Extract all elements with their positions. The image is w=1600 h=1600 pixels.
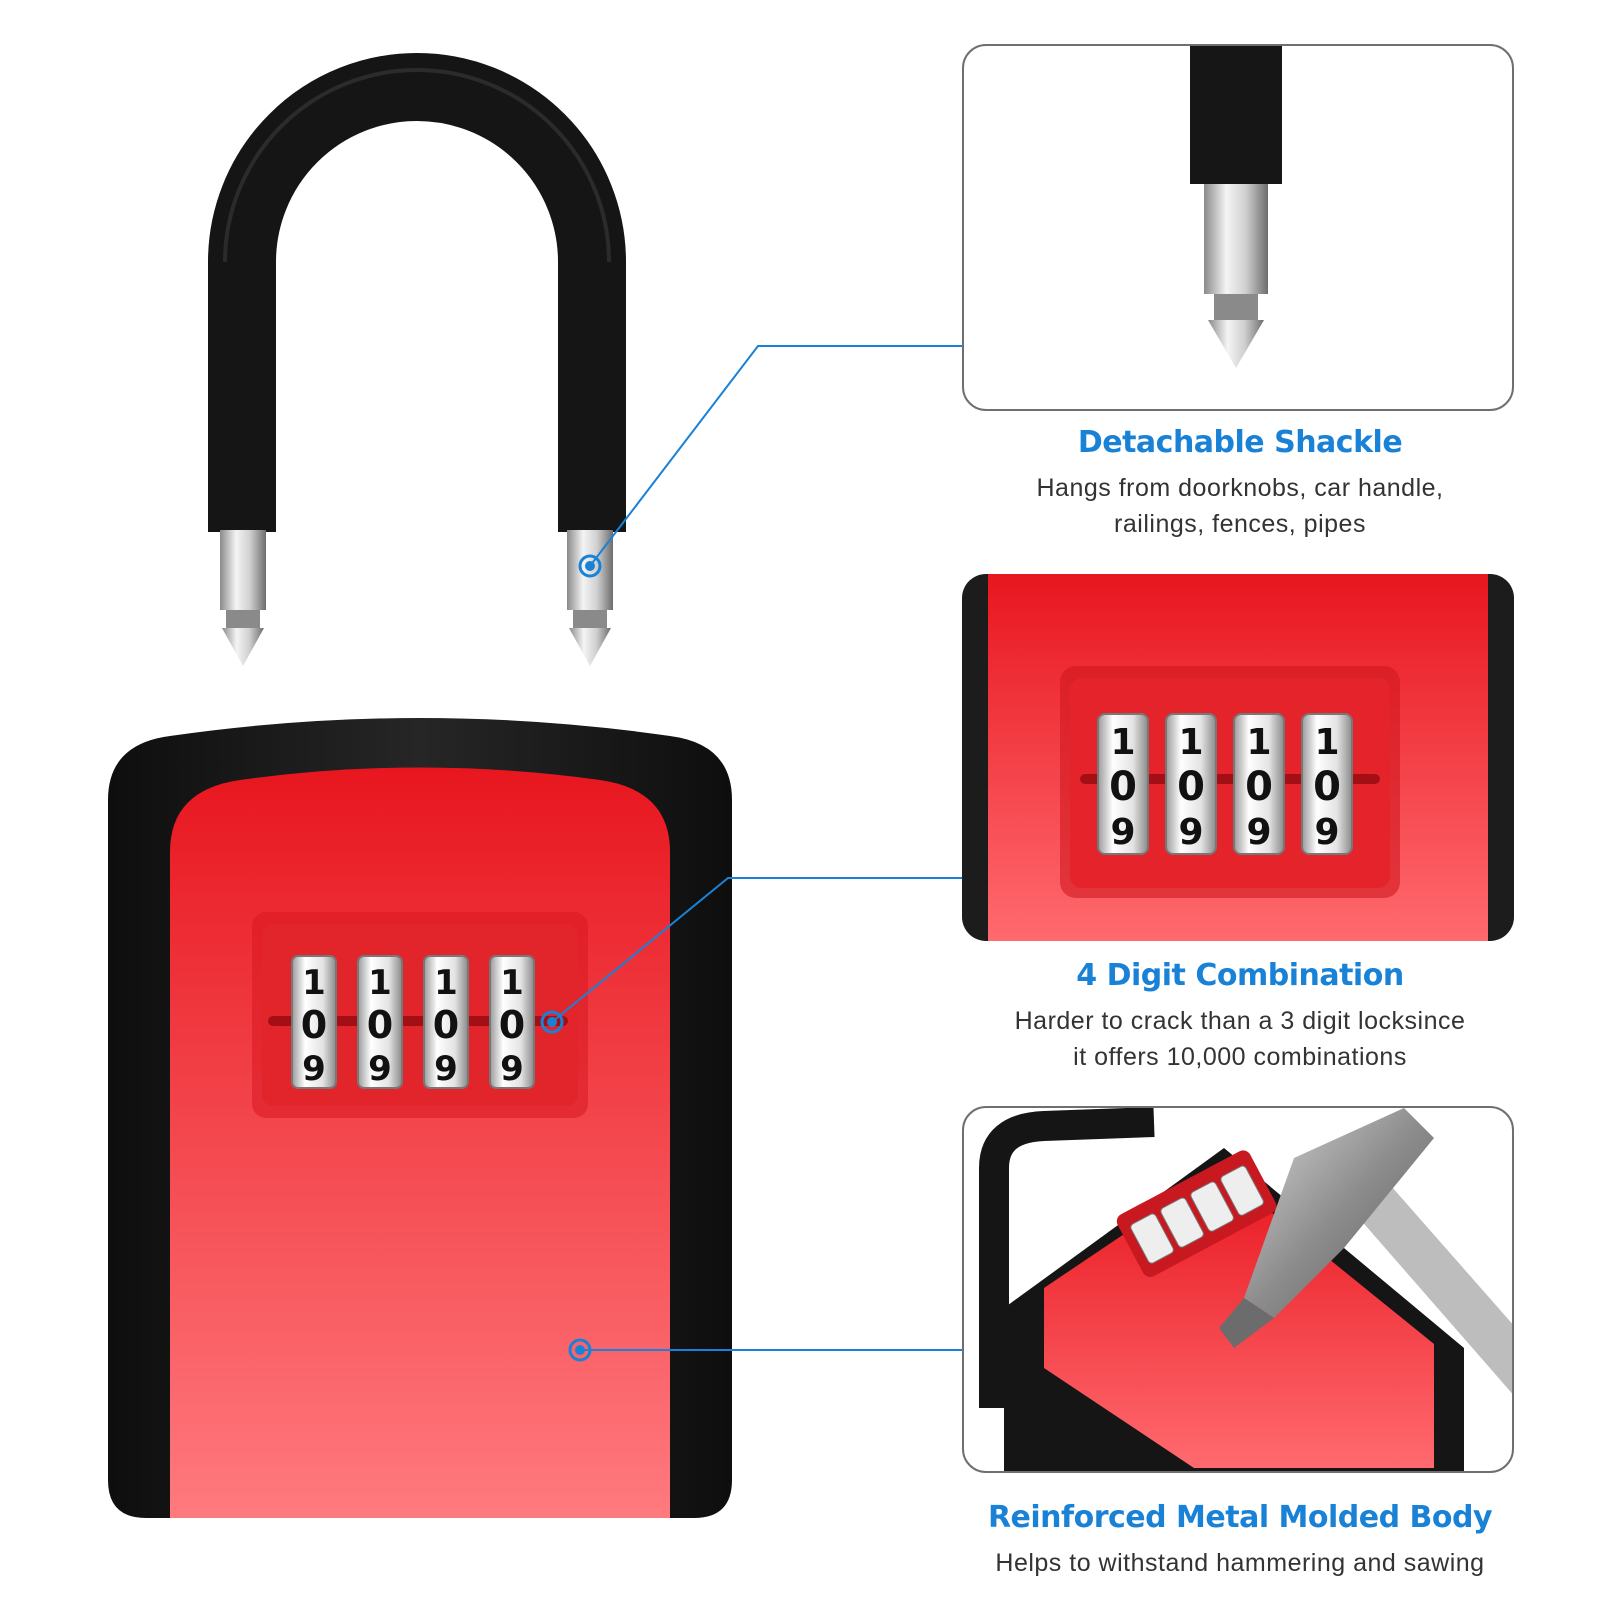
feature-title: 4 Digit Combination [1076,958,1404,993]
dial-digit-top: 1 [368,963,392,1003]
dial-digit-bottom: 9 [434,1049,458,1089]
lockbox-illustration: 1 0 9 1 0 9 1 0 9 1 [108,53,732,1518]
shackle-pin-icon [1190,46,1282,368]
dial-digit-top: 1 [1246,722,1271,763]
dial-digit-top: 1 [302,963,326,1003]
hammer-icon [1219,1108,1512,1394]
dial-digit-middle: 0 [1313,764,1341,810]
dial-digit-bottom: 9 [1314,812,1339,853]
dial-digit-middle: 0 [1177,764,1205,810]
feature-body: Reinforced Metal Molded Body Helps to wi… [930,1500,1550,1581]
dial-digit-middle: 0 [499,1003,525,1047]
feature-shackle: Detachable Shackle Hangs from doorknobs,… [930,425,1550,542]
dial-digit-bottom: 9 [368,1049,392,1089]
feature-description: Hangs from doorknobs, car handle, [1036,474,1444,502]
feature-description: Helps to withstand hammering and sawing [995,1549,1485,1577]
feature-combination: 4 Digit Combination Harder to crack than… [930,958,1550,1075]
dial-digit-bottom: 9 [500,1049,524,1089]
shackle-detail-panel [962,44,1514,411]
dial-digit-top: 1 [434,963,458,1003]
dial-digit-bottom: 9 [1178,812,1203,853]
feature-description: railings, fences, pipes [1114,510,1366,538]
dial-digit-top: 1 [500,963,524,1003]
lockbox-icon: 1 0 9 1 0 9 1 0 9 1 [108,718,732,1518]
dial-digit-middle: 0 [367,1003,393,1047]
shackle-icon [208,53,626,666]
feature-description: Harder to crack than a 3 digit locksince [1014,1007,1466,1035]
body-detail-panel [962,1106,1514,1473]
dial-digit-middle: 0 [301,1003,327,1047]
dial-wheels: 1 0 9 1 0 9 1 0 9 1 [1097,713,1353,855]
dial-wheels: 1 0 9 1 0 9 1 0 9 1 [291,955,535,1089]
dial-digit-middle: 0 [433,1003,459,1047]
dial-digit-bottom: 9 [1246,812,1271,853]
dial-digit-bottom: 9 [302,1049,326,1089]
combination-detail-panel: 1 0 9 1 0 9 1 0 9 1 [962,574,1514,941]
feature-title: Reinforced Metal Molded Body [987,1500,1493,1535]
feature-title: Detachable Shackle [1077,425,1403,460]
dial-digit-top: 1 [1110,722,1135,763]
dial-digit-top: 1 [1178,722,1203,763]
dial-digit-bottom: 9 [1110,812,1135,853]
dial-digit-top: 1 [1314,722,1339,763]
feature-description: it offers 10,000 combinations [1073,1043,1407,1071]
dial-digit-middle: 0 [1109,764,1137,810]
dial-digit-middle: 0 [1245,764,1273,810]
